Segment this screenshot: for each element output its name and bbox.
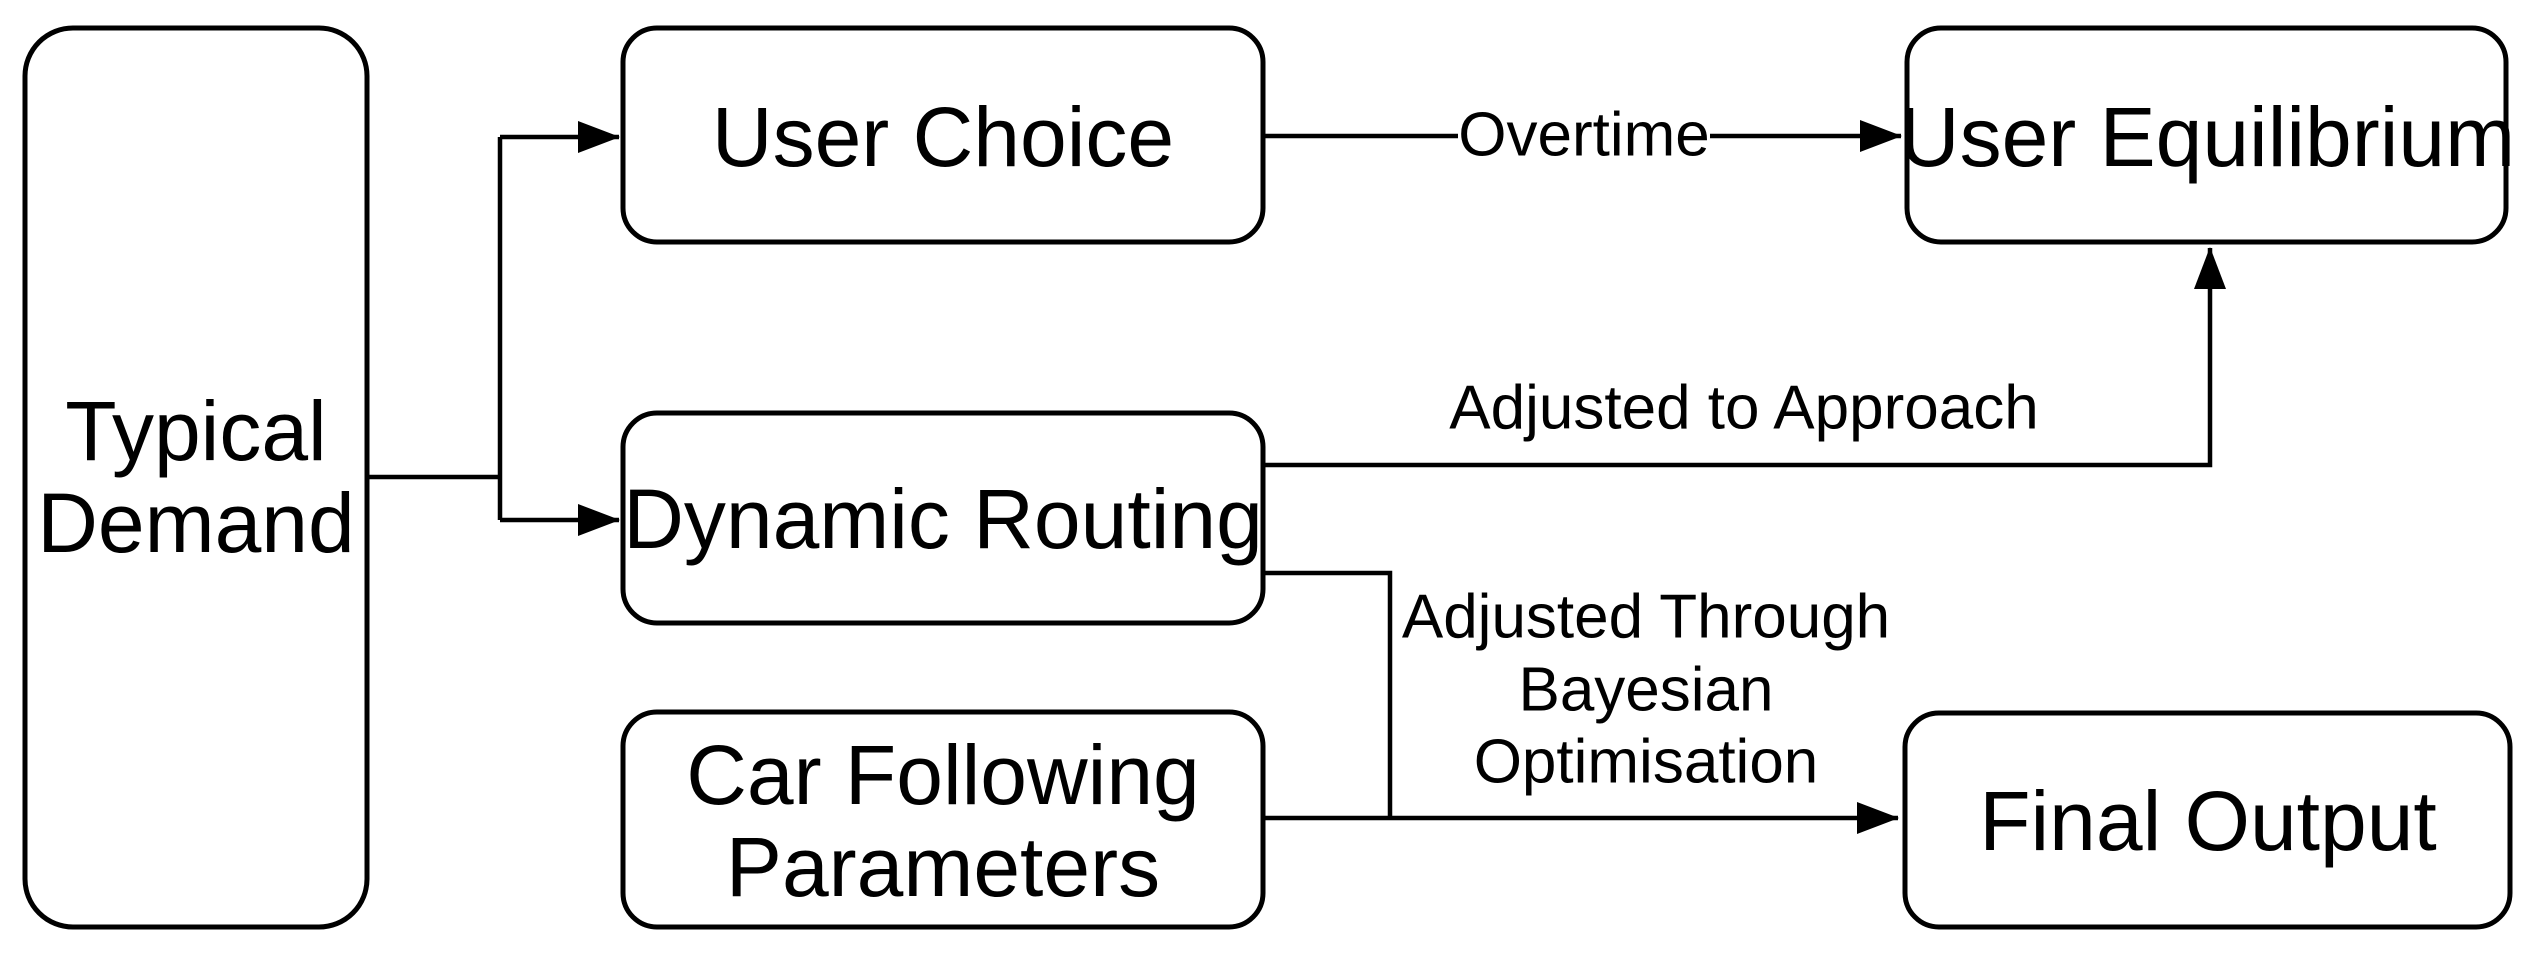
node-user-choice: User Choice [620,25,1266,245]
node-dynamic-routing-label: Dynamic Routing [623,472,1263,566]
node-car-following-parameters-label-line2: Parameters [726,820,1160,914]
node-typical-demand-label-line1: Typical [65,384,326,478]
edge-label-adjusted-to-approach: Adjusted to Approach [1449,374,2038,443]
edge-label-bayesian-line3: Optimisation [1474,728,1819,797]
node-typical-demand-label-line2: Demand [37,476,355,570]
node-final-output-label: Final Output [1979,774,2437,868]
node-user-choice-label: User Choice [712,90,1174,184]
node-car-following-parameters-box [620,709,1266,930]
node-dynamic-routing: Dynamic Routing [620,410,1266,626]
edge-label-bayesian-line2: Bayesian [1518,656,1773,725]
node-car-following-parameters-label-line1: Car Following [686,728,1200,822]
node-car-following-parameters: Car Following Parameters [620,709,1266,930]
edge-label-overtime: Overtime [1458,101,1709,170]
edge-label-bayesian-line1: Adjusted Through [1402,583,1890,652]
node-user-equilibrium: User Equilibrium [1899,25,2515,245]
edge-dynamic-routing-to-junction [1263,570,1393,818]
edge-dynamic-routing-to-user-equilibrium [1263,247,2226,468]
node-user-equilibrium-label: User Equilibrium [1899,90,2515,184]
node-dynamic-routing-box [620,410,1266,626]
diagram-content: Typical Demand User Choice Dynamic Routi… [22,25,2515,930]
node-typical-demand: Typical Demand [22,25,370,930]
node-final-output: Final Output [1902,710,2513,930]
node-final-output-box [1902,710,2513,930]
node-typical-demand-box [22,25,370,930]
node-user-choice-box [620,25,1266,245]
node-user-equilibrium-box [1904,25,2509,245]
edge-typical-demand-branch [367,137,503,520]
edge-label-overtime-background [1458,103,1710,169]
